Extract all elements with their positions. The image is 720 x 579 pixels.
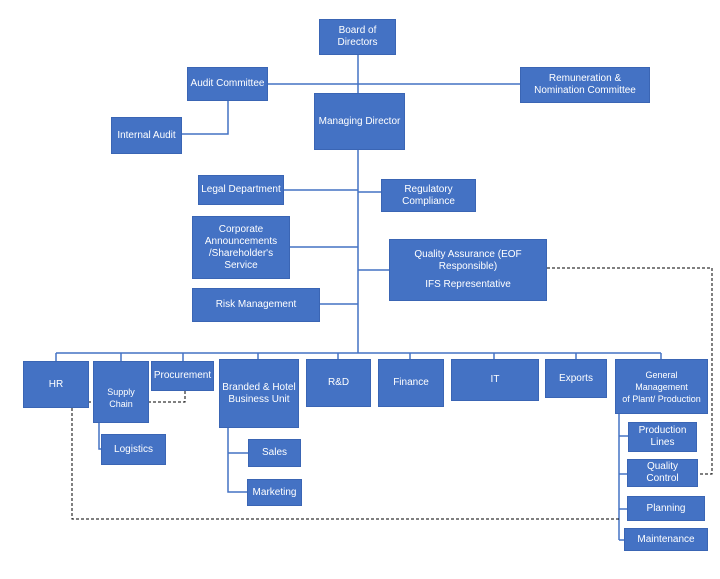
general-management-label: General Management of Plant/ Production — [622, 369, 701, 404]
internal-audit-label: Internal Audit — [117, 129, 176, 141]
internal-audit-box: Internal Audit — [111, 117, 182, 154]
supply-chain-box: Supply Chain — [93, 361, 149, 423]
it-label: IT — [490, 374, 500, 385]
quality-assurance-box: Quality Assurance (EOF Responsible) IFS … — [389, 239, 547, 301]
procurement-box: Procurement — [151, 361, 214, 391]
rnd-box: R&D — [306, 359, 371, 407]
corporate-announcements-box: Corporate Announcements /Shareholder's S… — [192, 216, 290, 279]
planning-label: Planning — [646, 502, 686, 514]
quality-assurance-label: Quality Assurance (EOF Responsible) — [414, 249, 522, 272]
risk-management-label: Risk Management — [215, 299, 297, 310]
it-box: IT — [451, 359, 539, 401]
board-of-directors-label: Board of Directors — [337, 25, 378, 48]
exports-box: Exports — [545, 359, 607, 398]
legal-department-label: Legal Department — [201, 184, 281, 195]
remuneration-committee-box: Remuneration & Nomination Committee — [520, 67, 650, 103]
remuneration-committee-label: Remuneration & Nomination Committee — [534, 73, 636, 96]
sales-label: Sales — [261, 447, 287, 458]
audit-committee-label: Audit Committee — [190, 78, 265, 89]
quality-control-label: Quality Control — [646, 461, 679, 484]
quality-control-box: Quality Control — [627, 459, 698, 487]
regulatory-compliance-box: Regulatory Compliance — [381, 179, 476, 212]
exports-label: Exports — [559, 372, 593, 384]
hr-box: HR — [23, 361, 89, 408]
rnd-label: R&D — [327, 377, 350, 388]
planning-box: Planning — [627, 496, 705, 521]
hr-label: HR — [48, 378, 64, 390]
regulatory-compliance-label: Regulatory Compliance — [402, 183, 455, 207]
logistics-box: Logistics — [101, 434, 166, 465]
audit-to-internal-line — [180, 95, 229, 135]
legal-department-box: Legal Department — [198, 175, 284, 205]
logistics-label: Logistics — [114, 443, 153, 455]
board-of-directors-box: Board of Directors — [319, 19, 396, 55]
corporate-announcements-label: Corporate Announcements /Shareholder's S… — [204, 223, 278, 271]
procurement-label: Procurement — [153, 370, 212, 381]
finance-box: Finance — [378, 359, 444, 407]
production-lines-box: Production Lines — [628, 422, 697, 452]
branded-hotel-box: Branded & Hotel Business Unit — [219, 359, 299, 428]
production-lines-label: Production Lines — [638, 425, 687, 448]
managing-director-box: Managing Director — [314, 93, 405, 150]
marketing-box: Marketing — [247, 479, 302, 506]
audit-committee-box: Audit Committee — [187, 67, 268, 101]
managing-director-label: Managing Director — [318, 115, 401, 127]
general-management-box: General Management of Plant/ Production — [615, 359, 708, 414]
risk-management-box: Risk Management — [192, 288, 320, 322]
dashed-lines — [71, 267, 713, 520]
sales-box: Sales — [248, 439, 301, 467]
supply-chain-label: Supply Chain — [107, 387, 135, 409]
marketing-label: Marketing — [252, 486, 297, 498]
maintenance-label: Maintenance — [637, 533, 695, 545]
maintenance-box: Maintenance — [624, 528, 708, 551]
branded-hotel-label: Branded & Hotel Business Unit — [222, 381, 296, 405]
ifs-representative-label: IFS Representative — [425, 279, 511, 290]
finance-label: Finance — [393, 377, 429, 388]
